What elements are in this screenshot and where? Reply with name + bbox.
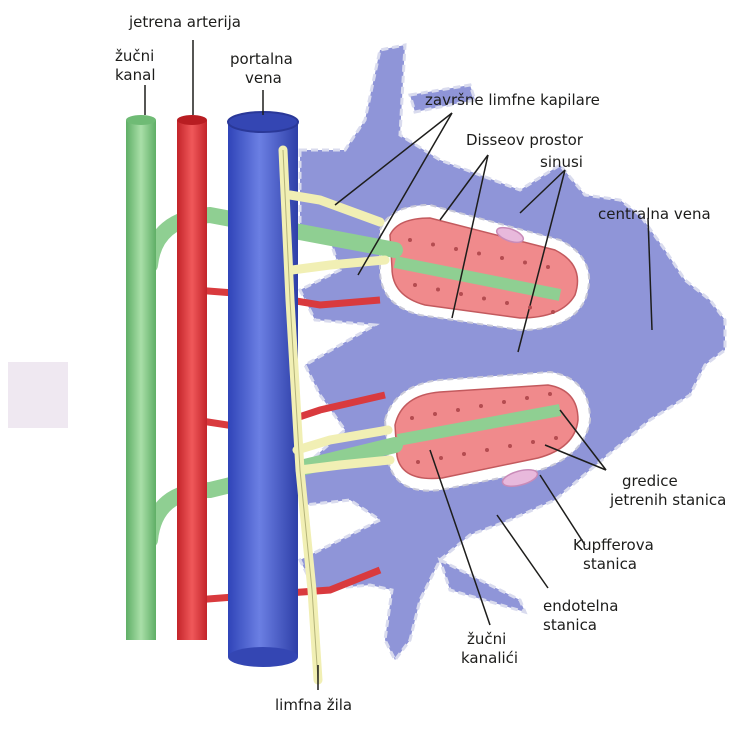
hepatocyte-nucleus xyxy=(546,265,550,269)
hepatocyte-nucleus xyxy=(462,452,466,456)
label-sinusoids: sinusi xyxy=(540,153,583,172)
hepatocyte-nucleus xyxy=(416,460,420,464)
hepatocyte-nucleus xyxy=(454,247,458,251)
hepatocyte-nucleus xyxy=(554,436,558,440)
pink-swatch xyxy=(8,362,68,428)
hepatocyte-nucleus xyxy=(508,444,512,448)
hepatocyte-nucleus xyxy=(531,440,535,444)
hepatocyte-nucleus xyxy=(485,448,489,452)
bile-duct-main xyxy=(126,120,156,640)
hepatocyte-nucleus xyxy=(502,400,506,404)
hepatocyte-nucleus xyxy=(500,256,504,260)
label-central-vein: centralna vena xyxy=(598,205,711,224)
hepatocyte-nucleus xyxy=(523,261,527,265)
hepatocyte-nucleus xyxy=(436,288,440,292)
label-lymph-vessel: limfna žila xyxy=(275,696,352,715)
hepatocyte-nucleus xyxy=(482,297,486,301)
label-disse-space: Disseov prostor xyxy=(466,131,583,150)
hepatocyte-nucleus xyxy=(525,396,529,400)
hepatocyte-nucleus xyxy=(408,238,412,242)
label-lymph-capillaries: završne limfne kapilare xyxy=(425,91,600,110)
hepatocyte-nucleus xyxy=(505,301,509,305)
hepatocyte-nucleus xyxy=(528,306,532,310)
hepatocyte-nucleus xyxy=(477,252,481,256)
hepatocyte-nucleus xyxy=(459,292,463,296)
hepatic-artery xyxy=(177,120,207,640)
hepatocyte-nucleus xyxy=(551,310,555,314)
hepatocyte-nucleus xyxy=(433,412,437,416)
hepatocyte-nucleus xyxy=(456,408,460,412)
hepatocyte-nucleus xyxy=(548,392,552,396)
hepatocyte-nucleus xyxy=(431,243,435,247)
hepatocyte-nucleus xyxy=(410,416,414,420)
hepatocyte-nucleus xyxy=(439,456,443,460)
label-hepatic-artery: jetrena arterija xyxy=(129,13,241,32)
hepatocyte-nucleus xyxy=(479,404,483,408)
hepatocyte-nucleus xyxy=(413,283,417,287)
